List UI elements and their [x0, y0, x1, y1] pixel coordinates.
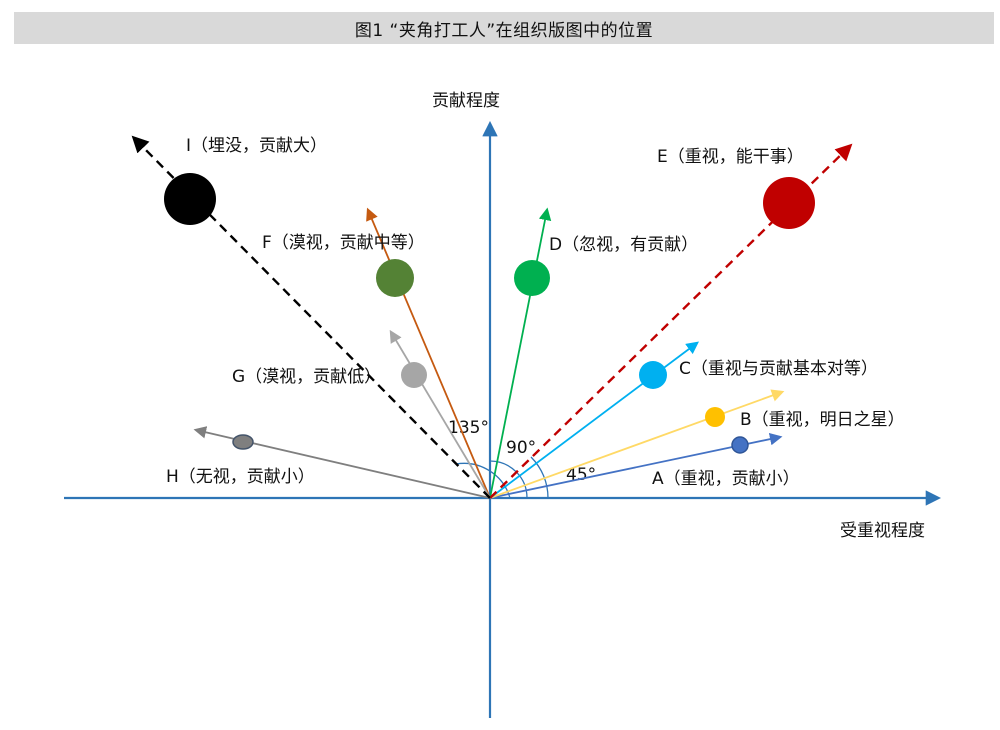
- label-c: C（重视与贡献基本对等）: [679, 359, 878, 379]
- angle-label-135: 135°: [448, 418, 489, 438]
- title-bar: 图1 “夹角打工人”在组织版图中的位置: [14, 12, 994, 44]
- label-h: H（无视，贡献小）: [166, 467, 315, 487]
- label-i: I（埋没，贡献大）: [186, 136, 327, 156]
- label-a: A（重视，贡献小）: [652, 469, 800, 489]
- point-d: [514, 260, 550, 296]
- label-b: B（重视，明日之星）: [740, 410, 905, 430]
- label-f: F（漠视，贡献中等）: [262, 233, 425, 253]
- point-i: [164, 173, 216, 225]
- point-c: [639, 361, 667, 389]
- point-e: [763, 177, 815, 229]
- vector-e: [489, 143, 853, 499]
- y-axis-label: 贡献程度: [432, 91, 500, 111]
- angle-arc-45: [530, 456, 549, 499]
- angle-arc-135: [455, 462, 511, 499]
- vector-g: [389, 329, 491, 499]
- label-g: G（漠视，贡献低）: [232, 367, 381, 387]
- point-g: [401, 362, 427, 388]
- vector-b: [489, 389, 785, 499]
- figure-title: 图1 “夹角打工人”在组织版图中的位置: [354, 20, 654, 41]
- point-h: [232, 434, 254, 450]
- label-e: E（重视，能干事）: [657, 147, 804, 167]
- point-f: [376, 259, 414, 297]
- point-b: [705, 407, 725, 427]
- vector-d: [489, 207, 552, 499]
- vector-f: [366, 207, 491, 499]
- label-d: D（忽视，有贡献）: [549, 235, 698, 255]
- x-axis-label: 受重视程度: [840, 521, 925, 541]
- point-a: [731, 436, 749, 454]
- angle-label-90: 90°: [506, 438, 536, 458]
